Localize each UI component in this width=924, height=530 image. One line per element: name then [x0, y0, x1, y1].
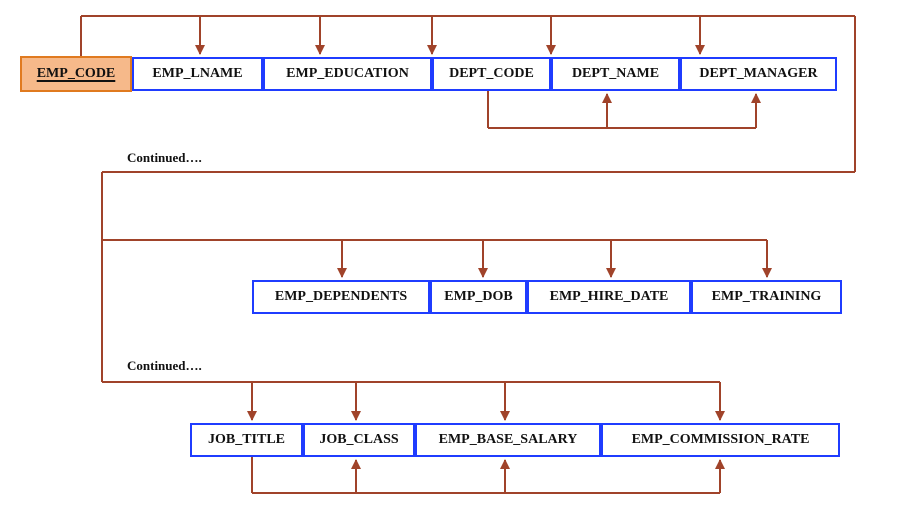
continued-label-1: Continued….: [127, 150, 202, 165]
attr-emp-dob: EMP_DOB: [430, 280, 527, 314]
attr-job-title: JOB_TITLE: [190, 423, 303, 457]
attr-dept-name: DEPT_NAME: [551, 57, 680, 91]
attr-emp-lname: EMP_LNAME: [132, 57, 263, 91]
attr-job-class: JOB_CLASS: [303, 423, 415, 457]
attr-emp-commission-rate: EMP_COMMISSION_RATE: [601, 423, 840, 457]
attr-emp-education: EMP_EDUCATION: [263, 57, 432, 91]
attr-emp-dependents: EMP_DEPENDENTS: [252, 280, 430, 314]
attr-dept-code: DEPT_CODE: [432, 57, 551, 91]
attr-emp-code-primary-key: EMP_CODE: [20, 56, 132, 92]
emp-code-label: EMP_CODE: [36, 66, 116, 81]
continued-label-2: Continued….: [127, 358, 202, 373]
attr-emp-base-salary: EMP_BASE_SALARY: [415, 423, 601, 457]
attr-emp-training: EMP_TRAINING: [691, 280, 842, 314]
attr-dept-manager: DEPT_MANAGER: [680, 57, 837, 91]
attr-emp-hire-date: EMP_HIRE_DATE: [527, 280, 691, 314]
